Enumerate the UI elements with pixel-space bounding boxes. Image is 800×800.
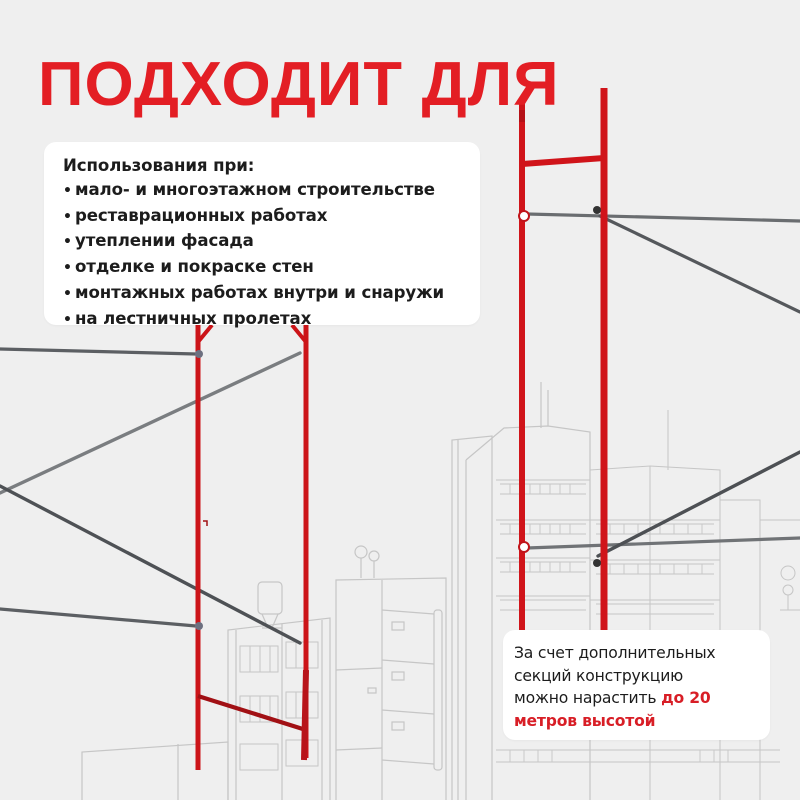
bullet-icon: • xyxy=(63,285,72,302)
list-item: •монтажных работах внутри и снаружи xyxy=(63,281,480,307)
height-highlight: до 20 xyxy=(661,689,711,707)
note-line-3: можно нарастить до 20 xyxy=(514,689,711,707)
list-item: •реставрационных работах xyxy=(63,204,480,230)
page-title: ПОДХОДИТ ДЛЯ xyxy=(38,50,560,119)
right-scaffold-frame xyxy=(518,88,800,636)
list-item: •отделке и покраске стен xyxy=(63,255,480,281)
list-item: •мало- и многоэтажном строительстве xyxy=(63,178,480,204)
list-item: •утеплении фасада xyxy=(63,229,480,255)
height-note-card: За счет дополнительных секций конструкци… xyxy=(503,630,770,740)
note-line-1: За счет дополнительных xyxy=(514,644,716,662)
uses-card: Использования при: •мало- и многоэтажном… xyxy=(44,142,480,328)
list-item: •на лестничных пролетах xyxy=(63,307,480,333)
note-line-2: секций конструкцию xyxy=(514,666,684,685)
left-scaffold-frame xyxy=(0,323,309,770)
bullet-icon: • xyxy=(63,208,72,225)
note-line-4: метров высотой xyxy=(514,711,656,730)
bullet-icon: • xyxy=(63,311,72,328)
uses-list: •мало- и многоэтажном строительстве •рес… xyxy=(63,178,480,333)
city-buildings-background xyxy=(81,382,800,800)
bullet-icon: • xyxy=(63,260,72,277)
bullet-icon: • xyxy=(63,234,72,251)
uses-heading: Использования при: xyxy=(63,156,255,175)
bullet-icon: • xyxy=(63,182,72,199)
